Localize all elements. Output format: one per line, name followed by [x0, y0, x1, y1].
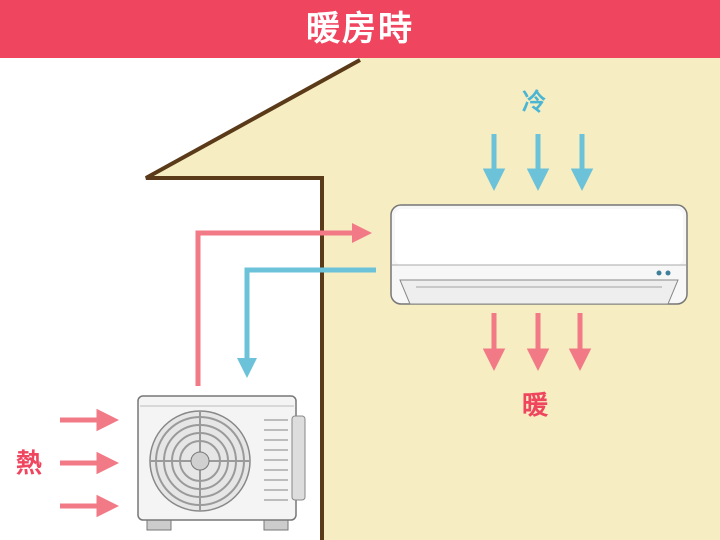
heat-intake-arrows: [60, 408, 119, 518]
outdoor-unit-icon: [137, 395, 306, 531]
cold-label: 冷: [522, 88, 546, 116]
warm-output-arrows: [482, 313, 592, 371]
warm-label: 暖: [522, 391, 549, 421]
title-banner: [0, 0, 720, 58]
hot-refrigerant-pipe: [195, 223, 372, 386]
house-outline: [145, 58, 361, 540]
page-title: 暖房時: [306, 9, 414, 49]
cold-refrigerant-pipe: [237, 267, 376, 378]
heat-label: 熱: [16, 449, 43, 479]
indoor-unit-icon: [390, 204, 688, 305]
cold-intake-arrows: [482, 134, 594, 191]
